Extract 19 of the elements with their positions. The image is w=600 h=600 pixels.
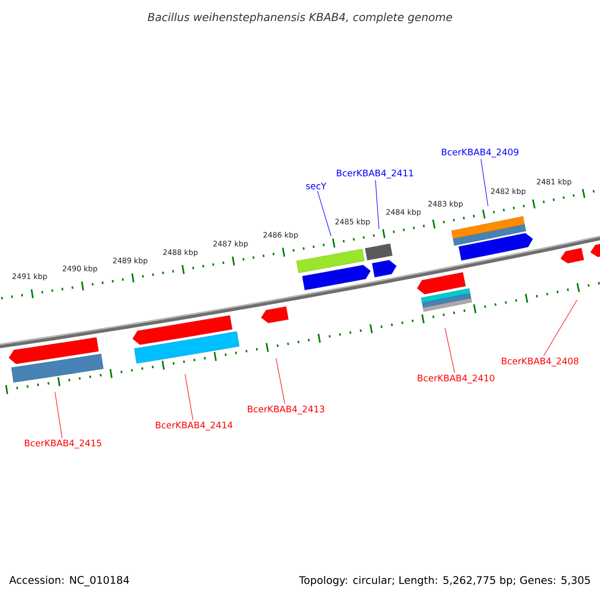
leader-line [480,158,488,206]
footer-text: Topology: circular; Length: 5,262,775 bp; Genes: 5,305 [299,576,590,586]
gene-label: BcerKBAB4_2411 [336,170,414,178]
gene-label: BcerKBAB4_2410 [418,374,494,384]
leader-line [54,392,62,438]
gene-label: BcerKBAB4_2415 [24,440,102,448]
gene-label: BcerKBAB4_2408 [502,358,578,366]
leader-line [375,180,380,230]
leader-line [317,190,332,236]
gene-label: BcerKBAB4_2414 [156,422,232,430]
leader-line [184,374,194,420]
footer-text: Accession: NC_010184 [9,576,130,586]
leader-line [543,300,578,356]
gene-label: BcerKBAB4_2409 [442,148,518,158]
leader-line [276,358,286,404]
leader-line [444,328,455,374]
gene-label: secY [306,182,326,190]
gene-label: BcerKBAB4_2413 [248,406,324,414]
title: Bacillus weihenstephanensis KBAB4, complete genome [148,12,452,24]
